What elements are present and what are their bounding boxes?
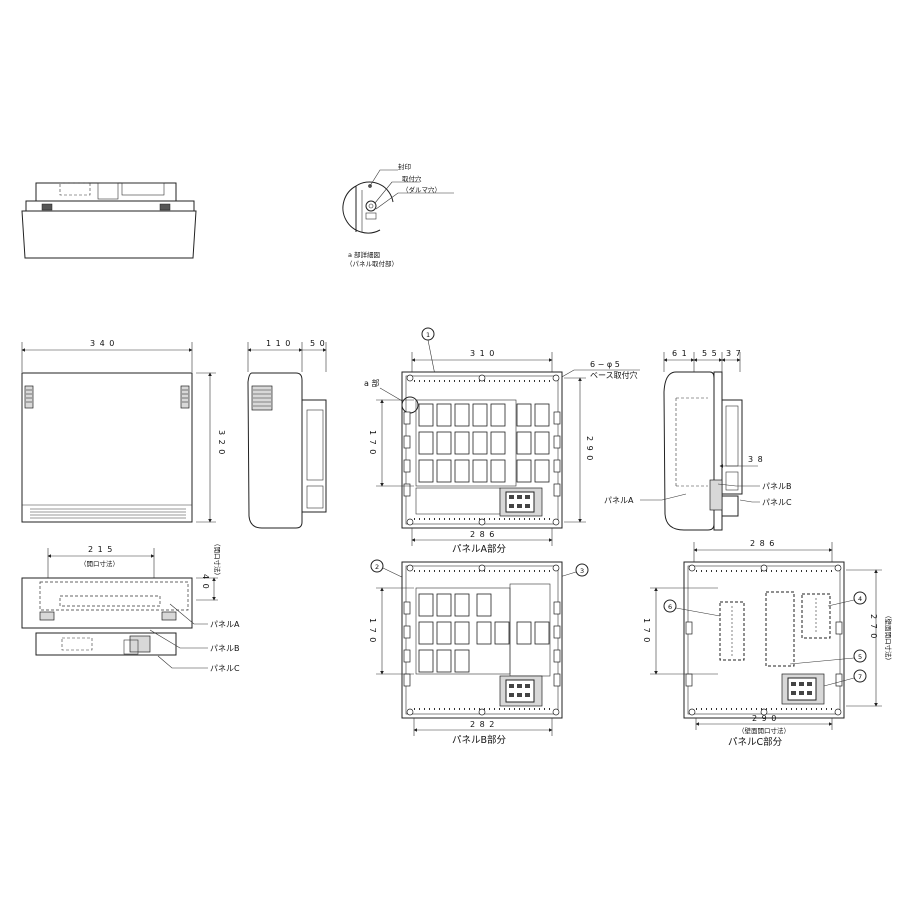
detail-caption-2: （パネル取付部）	[346, 259, 398, 268]
side-depth-1: 1 1 0	[266, 339, 291, 348]
panel-c-callout-7: 7	[858, 673, 862, 681]
bottom-depth-dim: 4 0	[201, 574, 210, 590]
panel-a-caption: パネルA部分	[452, 543, 506, 555]
bottom-opening-dim: 2 1 5	[88, 545, 113, 554]
side-view: 1 1 0 5 0	[247, 339, 327, 529]
panel-c-top-dim: 2 8 6	[750, 539, 775, 548]
panel-c-bottom-dim: 2 9 0	[752, 714, 777, 723]
panel-a-view: 1 3 1 0 6 − φ 5 ベース取付穴 a 部	[364, 327, 640, 555]
bottom-panel-c-label: パネルC	[210, 664, 240, 673]
bottom-opening-note: （開口寸法）	[80, 559, 119, 568]
panel-a-holes-dim: 6 − φ 5	[590, 360, 620, 369]
panel-a-bottom-dim: 2 8 6	[470, 530, 495, 539]
panel-b-bottom-dim: 2 8 2	[470, 720, 495, 729]
panel-b-callout-2: 2	[375, 563, 379, 571]
panel-c-callout-6: 6	[668, 603, 672, 611]
bottom-depth-note: （開口寸法）	[213, 540, 222, 579]
panel-a-callout-1: 1	[426, 331, 430, 339]
side-dim-37: 3 7	[726, 349, 742, 358]
front-height-dim: 3 2 0	[217, 430, 226, 455]
top-view	[21, 182, 197, 259]
panel-c-caption: パネルC部分	[728, 736, 783, 748]
side-panel-c-label: パネルC	[762, 498, 792, 507]
panel-c-right-note: （壁面開口寸法）	[884, 612, 893, 664]
panel-c-left-dim: 1 7 0	[642, 618, 651, 643]
bottom-panel-b-label: パネルB	[210, 644, 240, 653]
panel-c-bottom-note: （壁面開口寸法）	[738, 726, 790, 735]
side-dim-38: 3 8	[748, 455, 764, 464]
front-view: 3 4 0 3 2 0	[21, 339, 226, 523]
side-depth-2: 5 0	[310, 339, 326, 348]
side-panel-a-label: パネルA	[604, 496, 634, 505]
panel-a-holes-note: ベース取付穴	[590, 370, 638, 380]
side-panel-b-label: パネルB	[762, 482, 792, 491]
bottom-view: 2 1 5 （開口寸法） 4 0 （開口寸法） パネルA パネルB パネルC	[21, 540, 240, 673]
panel-c-view: 2 8 6 1 7 0 2 7 0 （壁面開口寸法）	[642, 539, 893, 748]
label-mount-hole: 取付穴	[402, 174, 422, 183]
panel-c-right-dim: 2 7 0	[869, 614, 878, 639]
detail-caption-1: a 部詳細図	[348, 250, 380, 259]
detail-a: 封印 取付穴 （ダルマ穴） a 部詳細図 （パネル取付部）	[342, 162, 454, 268]
panel-b-caption: パネルB部分	[452, 734, 507, 746]
panel-b-callout-3: 3	[580, 567, 584, 575]
panel-a-top-dim: 3 1 0	[470, 349, 495, 358]
panel-c-callout-5: 5	[858, 653, 862, 661]
panel-a-a-part: a 部	[364, 378, 379, 388]
label-daruma-hole: （ダルマ穴）	[402, 185, 441, 194]
side-dim-61: 6 1	[672, 349, 688, 358]
panel-a-left-dim: 1 7 0	[368, 430, 377, 455]
panel-b-left-dim: 1 7 0	[368, 618, 377, 643]
panel-a-right-dim: 2 9 0	[585, 436, 594, 461]
side-dim-55: 5 5	[702, 349, 718, 358]
label-seal: 封印	[398, 162, 411, 171]
right-side-view: 6 1 5 5 3 7 3 8 パネルA パネルB パネルC	[604, 349, 792, 531]
front-width-dim: 3 4 0	[90, 339, 115, 348]
panel-c-callout-4: 4	[858, 595, 862, 603]
bottom-panel-a-label: パネルA	[210, 620, 240, 629]
panel-b-view: 2 3	[368, 559, 589, 746]
